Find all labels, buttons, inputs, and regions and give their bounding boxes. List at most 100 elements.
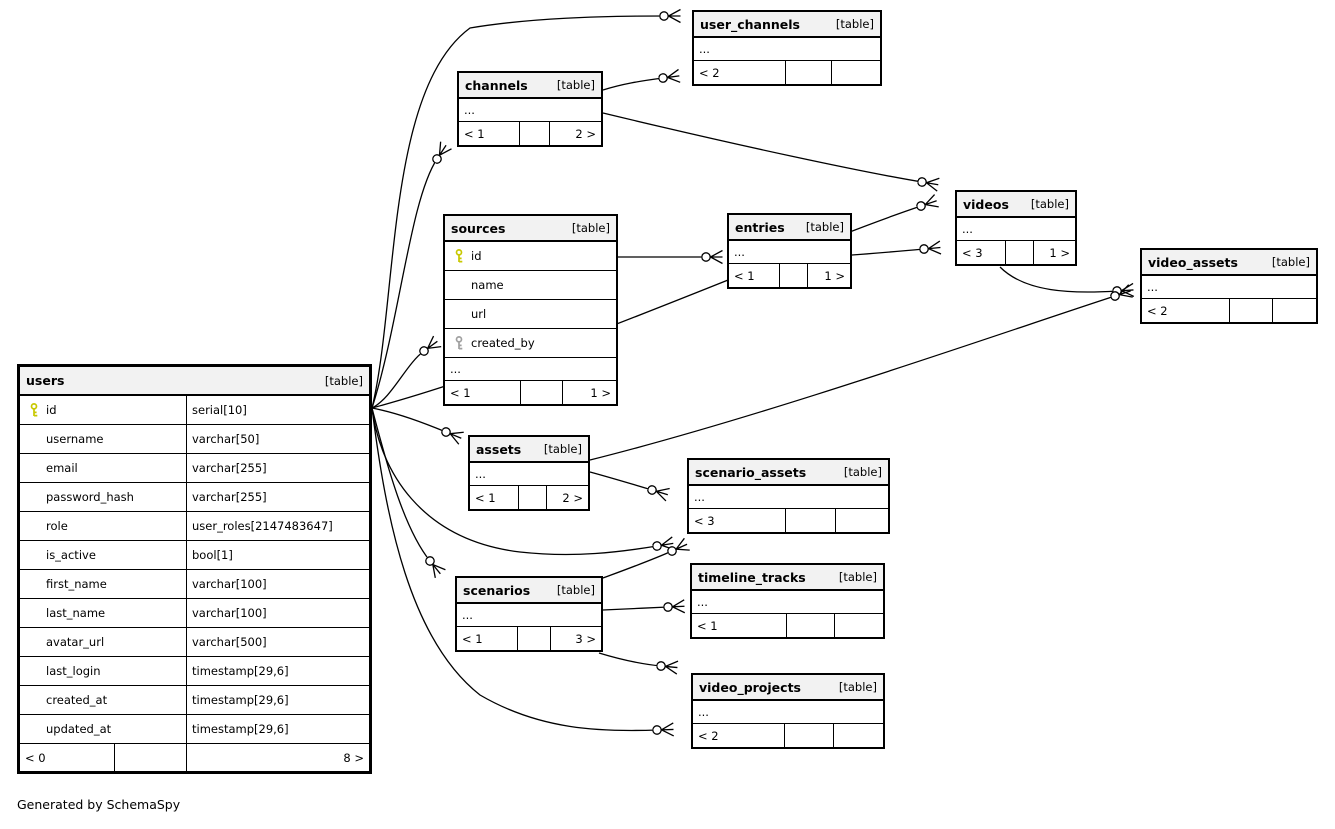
table-name: channels — [465, 77, 528, 93]
table-name: user_channels — [700, 16, 800, 32]
hidden-columns-ellipsis: ... — [689, 486, 888, 509]
column-name: url — [471, 307, 487, 321]
column-row: username varchar[50] — [20, 425, 369, 454]
footer-parents-count: < 0 — [25, 750, 46, 765]
table-tag: [table] — [1030, 197, 1069, 211]
footer-children-count: 2 > — [562, 490, 583, 505]
table-header: channels [table] — [459, 73, 601, 99]
table-tag: [table] — [1271, 255, 1310, 269]
column-name: id — [471, 249, 482, 263]
footer-children-count: 1 > — [1049, 245, 1070, 260]
table-tag: [table] — [805, 220, 844, 234]
table-tag: [table] — [838, 680, 877, 694]
table-name: assets — [476, 441, 522, 457]
footer-children-count — [1273, 299, 1317, 322]
table-name: users — [26, 373, 65, 388]
table-name: video_projects — [699, 679, 801, 695]
column-row: avatar_url varchar[500] — [20, 628, 369, 657]
edge-users-video_projects — [371, 407, 657, 731]
hidden-columns-ellipsis: ... — [692, 591, 883, 614]
table-tag: [table] — [556, 78, 595, 92]
footer-parents-count: < 1 — [450, 385, 471, 400]
table-sources[interactable]: sources [table] id name url created_by .… — [443, 214, 618, 406]
column-type: varchar[100] — [192, 606, 267, 620]
column-type: user_roles[2147483647] — [192, 519, 333, 533]
column-type: serial[10] — [192, 403, 247, 417]
column-row: email varchar[255] — [20, 454, 369, 483]
generated-by-note: Generated by SchemaSpy — [17, 797, 181, 812]
table-assets[interactable]: assets [table] ... < 1 2 > — [468, 435, 590, 511]
table-entries[interactable]: entries [table] ... < 1 1 > — [727, 213, 852, 289]
table-footer: < 0 8 > — [20, 744, 369, 771]
edge-videos-video_assets — [999, 266, 1117, 292]
hidden-columns-ellipsis: ... — [957, 218, 1075, 241]
table-footer: < 1 2 > — [470, 486, 588, 509]
table-footer: < 3 1 > — [957, 241, 1075, 264]
edge-entries-videos — [851, 249, 924, 256]
column-row: name — [445, 271, 616, 300]
column-name: id — [46, 403, 57, 417]
table-tag: [table] — [838, 570, 877, 584]
foreign-key-icon — [452, 336, 465, 350]
table-timeline_tracks[interactable]: timeline_tracks [table] ... < 1 — [690, 563, 885, 639]
edge-users-scenarios — [371, 407, 430, 561]
table-footer: < 1 1 > — [445, 381, 616, 404]
column-name: is_active — [46, 548, 96, 562]
table-name: sources — [451, 220, 506, 236]
table-header: scenarios [table] — [457, 578, 601, 604]
column-type: varchar[50] — [192, 432, 260, 446]
primary-key-icon — [452, 249, 465, 263]
table-header: timeline_tracks [table] — [692, 565, 883, 591]
table-scenarios[interactable]: scenarios [table] ... < 1 3 > — [455, 576, 603, 652]
footer-children-count — [834, 724, 883, 747]
footer-children-count — [835, 614, 883, 637]
table-footer: < 1 1 > — [729, 264, 850, 287]
table-video_assets[interactable]: video_assets [table] ... < 2 — [1140, 248, 1318, 324]
table-header: scenario_assets [table] — [689, 460, 888, 486]
table-name: entries — [735, 219, 785, 235]
column-name: name — [471, 278, 504, 292]
column-name: role — [46, 519, 68, 533]
footer-parents-count: < 3 — [694, 513, 715, 528]
footer-children-count: 8 > — [343, 750, 364, 765]
table-channels[interactable]: channels [table] ... < 1 2 > — [457, 71, 603, 147]
hidden-columns-ellipsis: ... — [459, 99, 601, 122]
table-header: assets [table] — [470, 437, 588, 463]
table-header: video_assets [table] — [1142, 250, 1316, 276]
table-footer: < 2 — [693, 724, 883, 747]
table-scenario_assets[interactable]: scenario_assets [table] ... < 3 — [687, 458, 890, 534]
table-footer: < 1 3 > — [457, 627, 601, 650]
column-type: timestamp[29,6] — [192, 664, 289, 678]
table-tag: [table] — [543, 442, 582, 456]
edge-assets-scenario_assets — [589, 471, 652, 490]
column-name: last_login — [46, 664, 101, 678]
table-tag: [table] — [571, 221, 610, 235]
edge-channels-user_channels — [602, 78, 663, 91]
table-name: video_assets — [1148, 254, 1238, 270]
column-row: first_name varchar[100] — [20, 570, 369, 599]
footer-parents-count: < 1 — [734, 268, 755, 283]
column-type: varchar[100] — [192, 577, 267, 591]
column-name: created_by — [471, 336, 535, 350]
column-name: first_name — [46, 577, 107, 591]
edge-channels-videos — [602, 112, 922, 182]
footer-children-count: 1 > — [824, 268, 845, 283]
edge-assets-video_assets — [589, 296, 1115, 461]
table-user_channels[interactable]: user_channels [table] ... < 2 — [692, 10, 882, 86]
column-type: bool[1] — [192, 548, 233, 562]
hidden-columns-ellipsis: ... — [693, 701, 883, 724]
column-name: email — [46, 461, 78, 475]
table-videos[interactable]: videos [table] ... < 3 1 > — [955, 190, 1077, 266]
column-type: varchar[255] — [192, 490, 267, 504]
table-video_projects[interactable]: video_projects [table] ... < 2 — [691, 673, 885, 749]
table-users[interactable]: users [table] id serial[10] username var… — [17, 364, 372, 774]
table-header: video_projects [table] — [693, 675, 883, 701]
hidden-columns-ellipsis: ... — [457, 604, 601, 627]
table-tag: [table] — [556, 583, 595, 597]
footer-parents-count: < 1 — [462, 631, 483, 646]
table-tag: [table] — [324, 373, 363, 388]
edge-users-assets — [371, 407, 446, 432]
column-row: role user_roles[2147483647] — [20, 512, 369, 541]
